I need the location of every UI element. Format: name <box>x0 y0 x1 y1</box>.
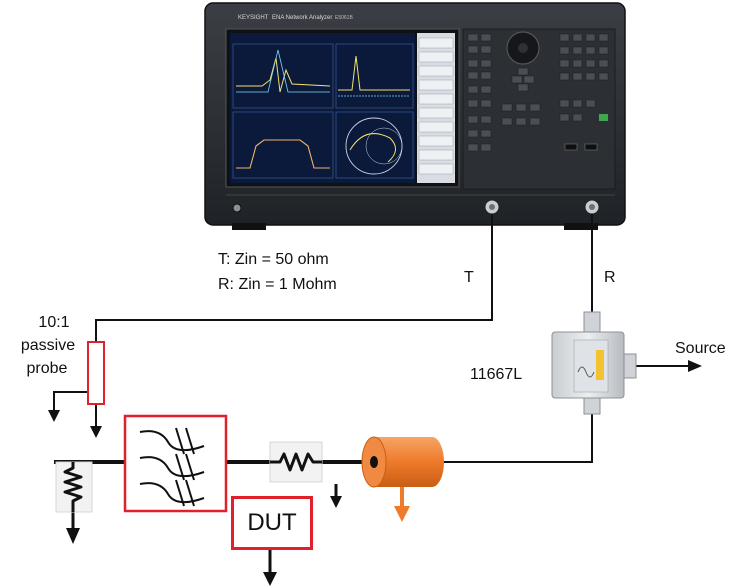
vna-smith-circle <box>365 127 403 165</box>
vna-trace-2 <box>338 55 410 91</box>
passive-probe-body <box>87 341 105 405</box>
probe-ground-lead <box>53 391 88 412</box>
vna-green-key <box>599 114 608 121</box>
left-ground-arrow <box>66 528 80 544</box>
port-r-label: R <box>604 269 616 286</box>
left-termination-resistor <box>55 461 93 513</box>
probe-ground-arrow <box>48 410 60 422</box>
vna-smith-trace <box>349 133 396 163</box>
dut-ground-arrow <box>263 572 277 586</box>
vna-knob-center <box>518 43 528 53</box>
resistor-ground-arrow <box>330 496 342 508</box>
vna-model: E5061B <box>335 15 353 21</box>
splitter-model-label: 11667L <box>470 366 523 383</box>
probe-label-line-2: passive <box>20 337 76 354</box>
vna-trace-3 <box>236 139 330 169</box>
vna-usb-port-1 <box>564 143 578 151</box>
vna-trace-1b <box>236 49 330 93</box>
vna-trace-1 <box>236 57 331 93</box>
t-cable <box>95 214 493 342</box>
splitter-top-connector <box>583 311 601 335</box>
vna-trace-windows <box>232 43 414 179</box>
vna-port-1-connector <box>484 199 500 215</box>
vna-power-button <box>232 203 242 213</box>
vna-keypad <box>467 33 609 152</box>
network-analyzer: KEYSIGHT ENA Network Analyzer E5061B <box>204 2 626 230</box>
arrows <box>48 360 702 586</box>
splitter-wave-logo <box>577 366 595 378</box>
splitter-yellow-tag <box>596 350 604 380</box>
wiring <box>53 214 690 463</box>
filter-block <box>123 414 228 513</box>
source-label: Source <box>675 340 726 357</box>
vna-usb-port-2 <box>584 143 598 151</box>
port-t-label: T <box>464 269 474 286</box>
vna-brand: KEYSIGHT <box>238 15 269 21</box>
series-resistor <box>269 441 323 483</box>
source-arrow <box>688 360 702 372</box>
splitter-to-coax-cable <box>440 410 593 463</box>
vna-feet-right <box>564 223 598 230</box>
probe-tip-arrow <box>90 426 102 438</box>
vna-port-2-connector <box>584 199 600 215</box>
probe-label-line-3: probe <box>26 360 68 377</box>
dut-box: DUT <box>231 496 313 550</box>
dut-label: DUT <box>247 509 297 536</box>
vna-title: ENA Network Analyzer <box>272 15 332 21</box>
coax-cable <box>361 436 444 488</box>
coax-shield-ground-arrow <box>394 487 410 522</box>
impedance-r-label: R: Zin = 1 Mohm <box>218 276 337 293</box>
probe-label-line-1: 10:1 <box>38 314 70 331</box>
impedance-t-label: T: Zin = 50 ohm <box>218 251 329 268</box>
ground-stems <box>71 484 338 574</box>
vna-softkeys <box>418 37 454 175</box>
vna-feet-left <box>232 223 266 230</box>
power-splitter <box>551 311 637 415</box>
